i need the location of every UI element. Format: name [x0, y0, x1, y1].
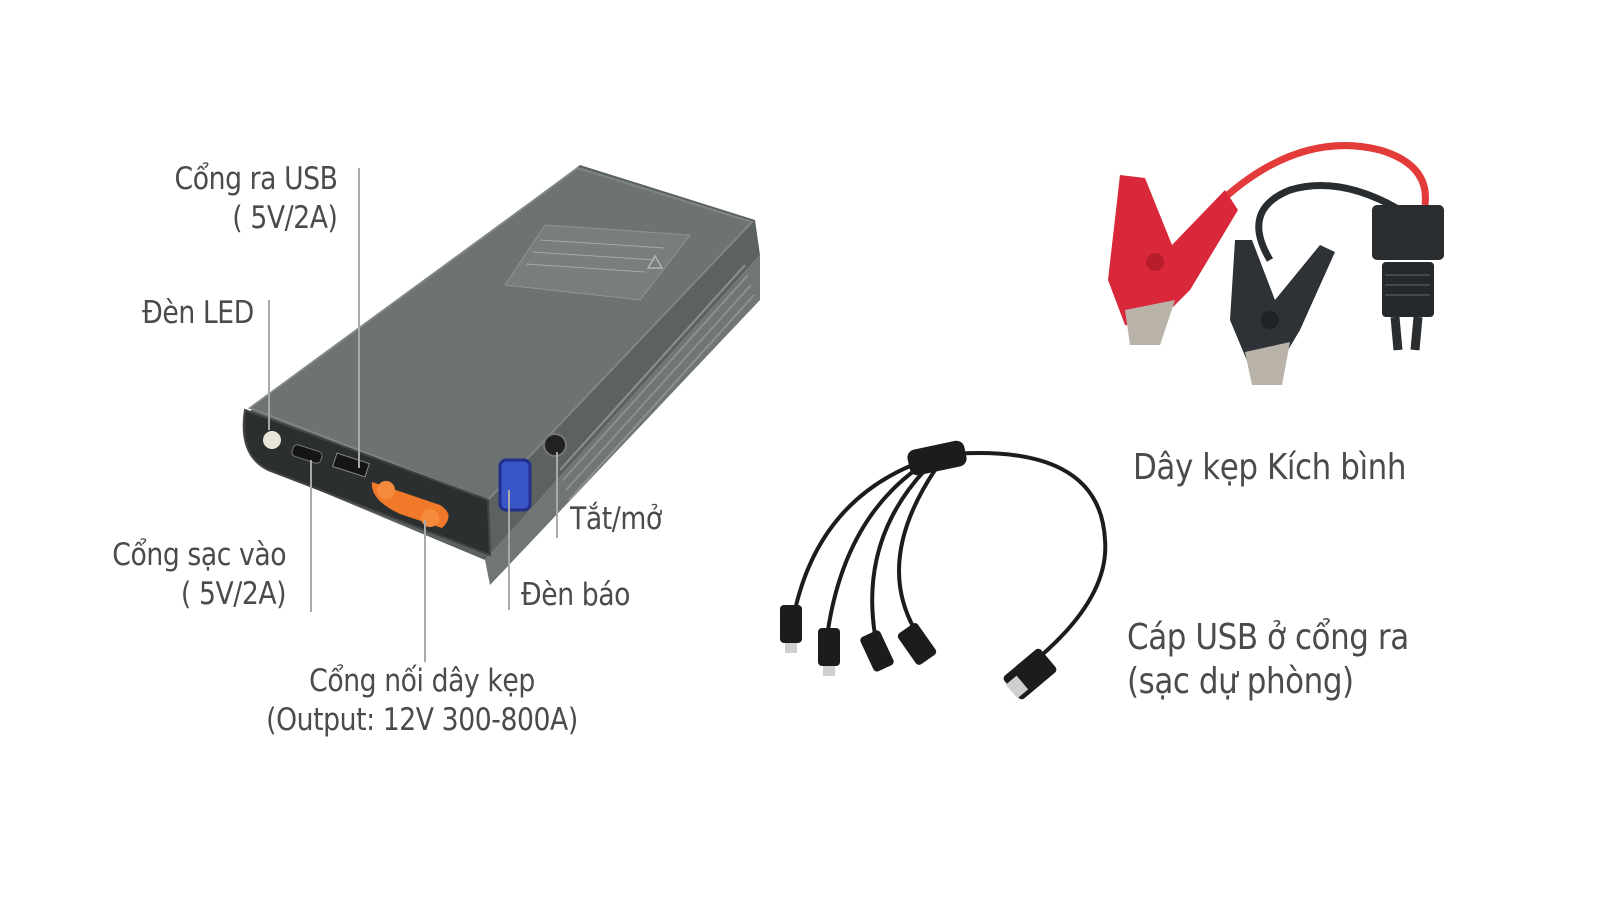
usb-cable-label-line1: Cáp USB ở cổng ra [1127, 617, 1409, 658]
indicator-label-text: Đèn báo [521, 577, 631, 613]
usb-cable-label-line2: (sạc dự phòng) [1127, 661, 1354, 702]
led-leader-line [268, 300, 270, 430]
clamp-cable-label: Dây kẹp Kích bình [1133, 446, 1406, 490]
jumper-clamp-cable [1108, 142, 1444, 385]
usb-multi-cable [793, 451, 1108, 667]
usb-out-port-icon [332, 452, 370, 478]
power-label-text: Tắt/mở [570, 501, 662, 537]
usb-out-label: Cổng ra USB ( 5V/2A) [175, 160, 338, 238]
charge-in-port-icon [291, 444, 323, 464]
indicator-leader-line [508, 490, 510, 610]
charge-in-leader-line [310, 460, 312, 612]
clamp-port-label-line2: (Output: 12V 300-800A) [266, 702, 578, 738]
charge-in-label-line2: ( 5V/2A) [180, 576, 287, 612]
clamp-port-label: Cổng nối dây kẹp (Output: 12V 300-800A) [250, 662, 594, 740]
led-label: Đèn LED [142, 294, 254, 333]
clamp-cable-label-text: Dây kẹp Kích bình [1133, 447, 1407, 488]
usb-out-leader-line [358, 168, 360, 468]
clamp-port-leader-line [424, 520, 426, 662]
power-button-icon [543, 433, 567, 457]
clamp-port-label-line1: Cổng nối dây kẹp [309, 663, 535, 699]
indicator-label: Đèn báo [521, 576, 630, 615]
charge-in-label: Cổng sạc vào ( 5V/2A) [112, 536, 286, 614]
usb-out-label-line1: Cổng ra USB [175, 161, 338, 197]
usb-cable-label: Cáp USB ở cổng ra (sạc dự phòng) [1127, 616, 1409, 704]
power-label: Tắt/mở [570, 500, 662, 539]
indicator-light-icon [498, 458, 532, 512]
jump-starter-device [242, 165, 760, 585]
usb-out-label-line2: ( 5V/2A) [232, 200, 339, 236]
power-leader-line [556, 452, 558, 538]
led-lamp-icon [263, 431, 281, 449]
led-label-text: Đèn LED [142, 295, 254, 331]
charge-in-label-line1: Cổng sạc vào [112, 537, 286, 573]
